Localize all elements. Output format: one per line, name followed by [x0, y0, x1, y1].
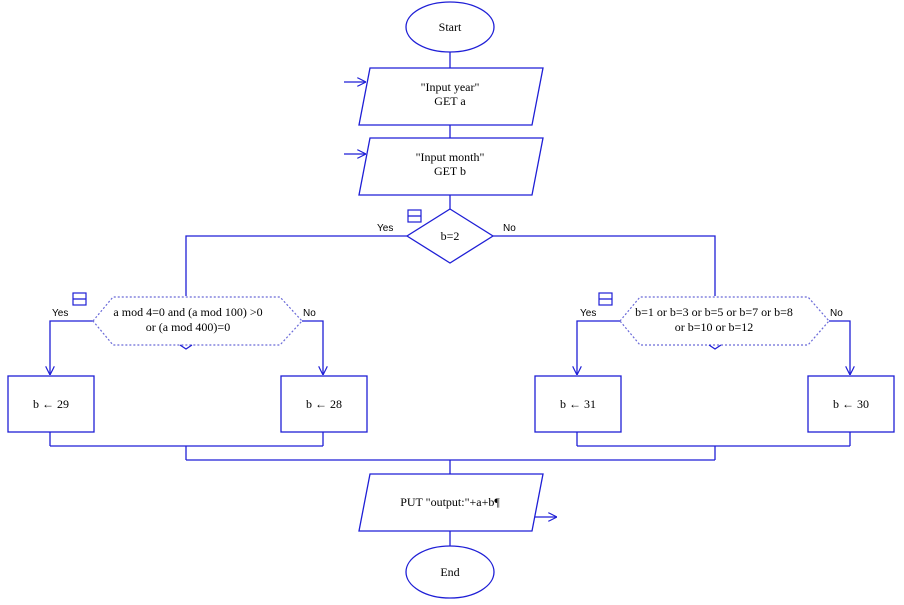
assign-30-node[interactable]: b ← 30	[807, 375, 895, 433]
decision-main-diamond	[405, 208, 495, 264]
decision-days-line2: or b=10 or b=12	[675, 320, 754, 334]
assign-30-box	[807, 375, 895, 433]
decision-main-condition: b=2	[441, 229, 460, 243]
connector-decision-yes	[185, 235, 407, 296]
assign-28-node[interactable]: b ← 28	[280, 375, 368, 433]
input-month-node[interactable]: "Input month" GET b	[358, 137, 544, 196]
connector-leap-no	[302, 320, 323, 375]
input-year-node[interactable]: "Input year" GET a	[358, 67, 544, 126]
decision-leap-yes-label: Yes	[52, 308, 68, 319]
connector-decision-no	[493, 235, 716, 296]
decision-main-yes-label: Yes	[377, 223, 393, 234]
output-label: PUT "output:"+a+b¶	[400, 495, 500, 509]
decision-main-node[interactable]: b=2	[405, 208, 495, 264]
assign-31-node[interactable]: b ← 31	[534, 375, 622, 433]
assign-29-box	[7, 375, 95, 433]
collapse-toggle-icon[interactable]	[598, 292, 613, 306]
decision-leap-no-label: No	[303, 308, 316, 319]
input-month-prompt: "Input month"	[416, 150, 485, 164]
assign-28-label: b ← 28	[306, 397, 342, 411]
collapse-toggle-icon[interactable]	[72, 292, 87, 306]
decision-main-no-label: No	[503, 223, 516, 234]
assign-31-box	[534, 375, 622, 433]
assign-29-node[interactable]: b ← 29	[7, 375, 95, 433]
start-ellipse	[405, 1, 495, 53]
assign-29-label: b ← 29	[33, 397, 69, 411]
input-month-parallelogram	[358, 137, 544, 196]
connector-days-yes	[577, 320, 620, 375]
decision-days-notch	[708, 344, 722, 350]
decision-days-no-label: No	[830, 308, 843, 319]
assign-31-label: b ← 31	[560, 397, 596, 411]
output-parallelogram	[358, 473, 544, 532]
decision-leap-line1: a mod 4=0 and (a mod 100) >0	[113, 305, 262, 319]
decision-leap-node[interactable]: a mod 4=0 and (a mod 100) >0 or (a mod 4…	[92, 296, 303, 350]
input-year-command: GET a	[434, 94, 466, 108]
assign-28-box	[280, 375, 368, 433]
start-label: Start	[439, 20, 462, 34]
decision-days-hexagon	[619, 296, 830, 346]
connector-leap-yes	[50, 320, 93, 375]
output-node[interactable]: PUT "output:"+a+b¶	[358, 473, 544, 532]
collapse-toggle-icon[interactable]	[407, 209, 422, 223]
input-month-command: GET b	[434, 164, 466, 178]
decision-days-node[interactable]: b=1 or b=3 or b=5 or b=7 or b=8 or b=10 …	[619, 296, 830, 350]
assign-30-label: b ← 30	[833, 397, 869, 411]
input-year-prompt: "Input year"	[421, 80, 480, 94]
connector-days-no	[829, 320, 850, 375]
decision-days-line1: b=1 or b=3 or b=5 or b=7 or b=8	[635, 305, 793, 319]
decision-leap-hexagon	[92, 296, 303, 346]
decision-leap-line2: or (a mod 400)=0	[146, 320, 230, 334]
end-label: End	[440, 565, 459, 579]
input-year-parallelogram	[358, 67, 544, 126]
end-ellipse	[405, 545, 495, 599]
end-node[interactable]: End	[405, 545, 495, 599]
start-node[interactable]: Start	[405, 1, 495, 53]
connectors	[50, 52, 850, 546]
decision-days-yes-label: Yes	[580, 308, 596, 319]
decision-leap-notch	[179, 344, 193, 350]
